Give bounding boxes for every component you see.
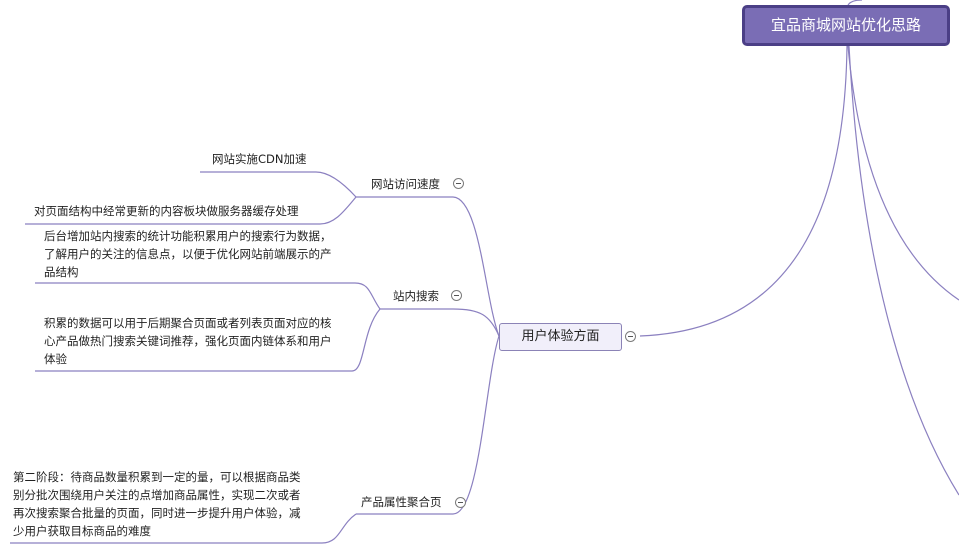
- topic-search[interactable]: 站内搜索: [393, 289, 439, 303]
- leaf-speed-cache[interactable]: 对页面结构中经常更新的内容板块做服务器缓存处理: [34, 204, 299, 218]
- leaf-search-data[interactable]: 积累的数据可以用于后期聚合页面或者列表页面对应的核心产品做热门搜索关键词推荐，强…: [44, 316, 332, 366]
- link-main-search: [380, 308, 500, 337]
- collapse-icon-aggregation[interactable]: [455, 497, 466, 508]
- leaf-speed-cdn[interactable]: 网站实施CDN加速: [212, 152, 307, 166]
- root-node[interactable]: 宜品商城网站优化思路: [742, 5, 950, 46]
- link-aggregation-leaf-1: [10, 513, 357, 544]
- link-speed-leaf-1: [200, 171, 357, 198]
- link-search-leaf-1: [35, 282, 381, 310]
- collapse-icon-speed[interactable]: [453, 178, 464, 189]
- collapse-icon-main[interactable]: [625, 331, 636, 342]
- link-root-offscreen-1: [847, 45, 959, 301]
- main-branch-title: 用户体验方面: [521, 329, 600, 344]
- link-main-aggregation: [356, 335, 500, 515]
- link-main-speed: [356, 196, 500, 337]
- collapse-icon-search[interactable]: [451, 290, 462, 301]
- link-root-offscreen-2: [848, 45, 959, 496]
- link-search-leaf-2: [35, 308, 381, 372]
- leaf-search-stats[interactable]: 后台增加站内搜索的统计功能积累用户的搜索行为数据，了解用户的关注的信息点，以便于…: [44, 229, 332, 279]
- root-title: 宜品商城网站优化思路: [770, 16, 921, 34]
- topic-aggregation[interactable]: 产品属性聚合页: [361, 495, 442, 509]
- link-speed-leaf-2: [25, 196, 357, 225]
- link-root-offscreen-top: [847, 0, 863, 6]
- main-branch-node[interactable]: 用户体验方面: [499, 323, 622, 351]
- topic-speed[interactable]: 网站访问速度: [371, 177, 440, 191]
- leaf-aggregation-stage2[interactable]: 第二阶段：待商品数量积累到一定的量，可以根据商品类别分批次围绕用户关注的点增加商…: [13, 470, 301, 538]
- link-root-main: [639, 45, 848, 337]
